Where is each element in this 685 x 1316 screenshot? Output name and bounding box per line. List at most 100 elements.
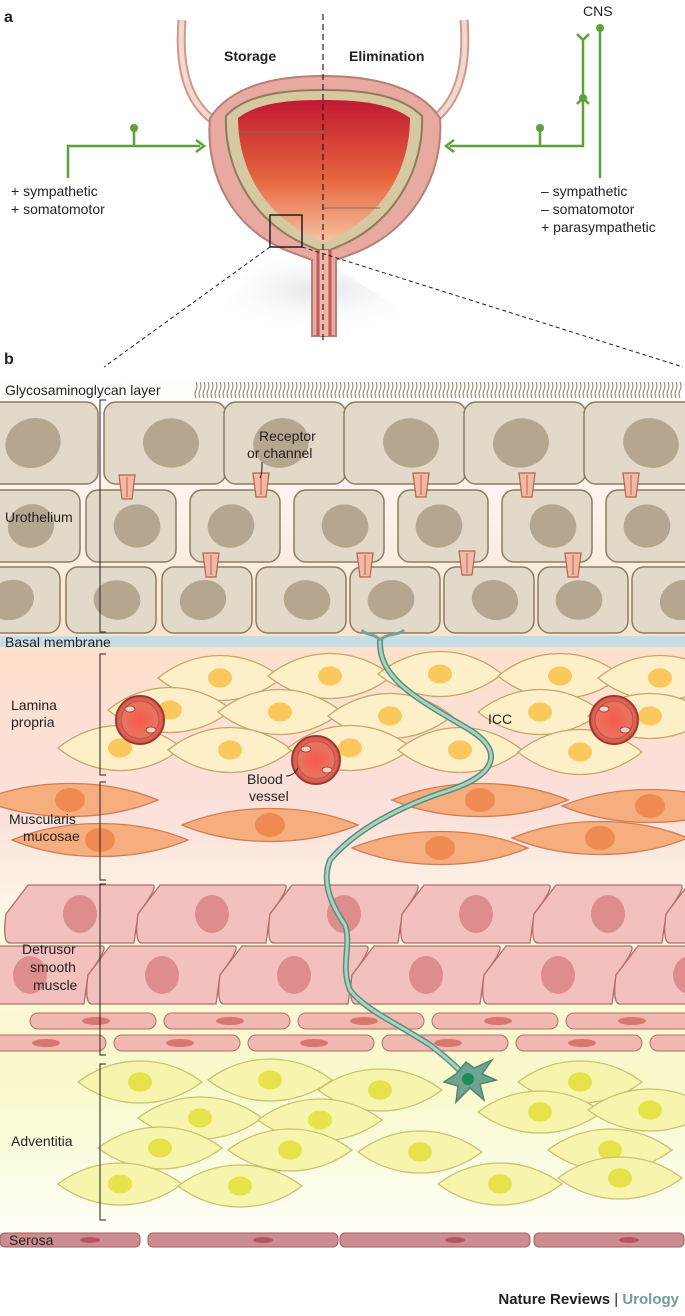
gag-strand: [590, 381, 594, 399]
icc-cell-nucleus: [108, 738, 132, 758]
gag-strand: [342, 381, 346, 399]
icc-label: ICC: [488, 711, 512, 727]
detrusor-nucleus: [63, 895, 97, 933]
gag-strand: [234, 381, 238, 399]
gag-strand: [466, 381, 470, 399]
receptor-channels: [118, 472, 640, 578]
urothelial-nucleus: [0, 579, 35, 621]
urothelial-nucleus: [253, 418, 309, 468]
vessel-label-1: Blood: [247, 771, 283, 787]
urothelial-nucleus: [555, 580, 603, 620]
adventitia-cell-nucleus: [528, 1102, 552, 1122]
detrusor-label-2: smooth: [30, 959, 76, 975]
gag-strand: [486, 381, 490, 399]
muscularis-mucosae-cells: [0, 782, 685, 866]
gag-strand: [574, 381, 578, 399]
gag-strand: [258, 381, 262, 399]
gag-strand: [658, 381, 662, 399]
gag-strand: [254, 381, 258, 399]
serosa-nucleus: [619, 1237, 639, 1243]
icc-cell-nucleus: [568, 742, 592, 762]
gag-strand: [286, 381, 290, 399]
adventitia-cell-nucleus: [638, 1100, 662, 1120]
gag-strand: [646, 381, 650, 399]
gag-strand: [270, 381, 274, 399]
gag-strand: [406, 381, 410, 399]
thin-muscle-nucleus: [484, 1017, 512, 1025]
adventitia-cell-nucleus: [608, 1168, 632, 1188]
detrusor-cell: [664, 887, 685, 944]
gag-strand: [262, 381, 266, 399]
urothelial-nucleus: [529, 504, 577, 548]
gag-strand: [626, 381, 630, 399]
serosa-nucleus: [253, 1237, 273, 1243]
serosa-cell: [0, 1232, 141, 1248]
elimination-label: Elimination: [349, 48, 424, 64]
gag-strand: [206, 381, 210, 399]
gag-strand: [674, 381, 678, 399]
urothelial-nucleus: [659, 579, 685, 621]
gag-strand: [298, 381, 302, 399]
gag-strand: [386, 381, 390, 399]
gag-strand: [434, 381, 438, 399]
detrusor-nucleus: [13, 956, 47, 994]
gag-strand: [526, 381, 530, 399]
gag-label: Glycosaminoglycan layer: [5, 382, 161, 398]
thin-muscle-cell: [649, 1034, 685, 1052]
gag-strand: [530, 381, 534, 399]
left-nerve: [66, 128, 207, 178]
adventitia-cell-nucleus: [488, 1174, 512, 1194]
gag-strand: [502, 381, 506, 399]
thin-muscle-nucleus: [350, 1017, 378, 1025]
gag-strand: [570, 381, 574, 399]
thin-muscle-cells: [0, 1012, 685, 1052]
urethra: [316, 250, 332, 336]
gag-strand: [394, 381, 398, 399]
urothelial-nucleus: [93, 580, 141, 620]
serosa-cell: [147, 1232, 339, 1248]
gag-strand: [210, 381, 214, 399]
adventitia-label: Adventitia: [11, 1133, 73, 1149]
urothelial-nucleus: [321, 504, 369, 548]
gag-strand: [322, 381, 326, 399]
gag-strand: [534, 381, 538, 399]
serosa-nucleus: [80, 1237, 100, 1243]
gag-strand: [418, 381, 422, 399]
gag-strand: [430, 381, 434, 399]
detrusor-nucleus: [409, 956, 443, 994]
gag-strand: [338, 381, 342, 399]
glycosaminoglycan-fringe: [194, 381, 682, 399]
icc-cell-nucleus: [268, 702, 292, 722]
panel-b-label: b: [4, 351, 14, 368]
gag-strand: [374, 381, 378, 399]
adventitia-cell-nucleus: [128, 1072, 152, 1092]
mucosae-cell-nucleus: [635, 794, 665, 818]
storage-label: Storage: [224, 48, 276, 64]
journal-footer: Nature Reviews | Urology: [498, 1291, 679, 1308]
gag-strand: [542, 381, 546, 399]
icc-cell-nucleus: [448, 740, 472, 760]
footer-separator: |: [614, 1291, 619, 1308]
gag-strand: [378, 381, 382, 399]
urothelium-cells: [0, 401, 685, 634]
layer-brackets: [99, 399, 106, 1221]
gag-strand: [358, 381, 362, 399]
urothelial-nucleus: [207, 504, 255, 548]
thin-muscle-nucleus: [82, 1017, 110, 1025]
gag-strand: [442, 381, 446, 399]
gag-strand: [302, 381, 306, 399]
adventitia-cell-nucleus: [568, 1072, 592, 1092]
urothelial-nucleus: [383, 418, 439, 468]
gag-strand: [398, 381, 402, 399]
gag-strand: [514, 381, 518, 399]
gag-strand: [246, 381, 250, 399]
thin-muscle-nucleus: [166, 1039, 194, 1047]
thin-muscle-nucleus: [568, 1039, 596, 1047]
blood-vessel-wall: [296, 740, 336, 780]
gag-strand: [618, 381, 622, 399]
mucosae-label-1: Muscularis: [9, 811, 76, 827]
gag-strand: [318, 381, 322, 399]
gag-strand: [522, 381, 526, 399]
gag-strand: [550, 381, 554, 399]
